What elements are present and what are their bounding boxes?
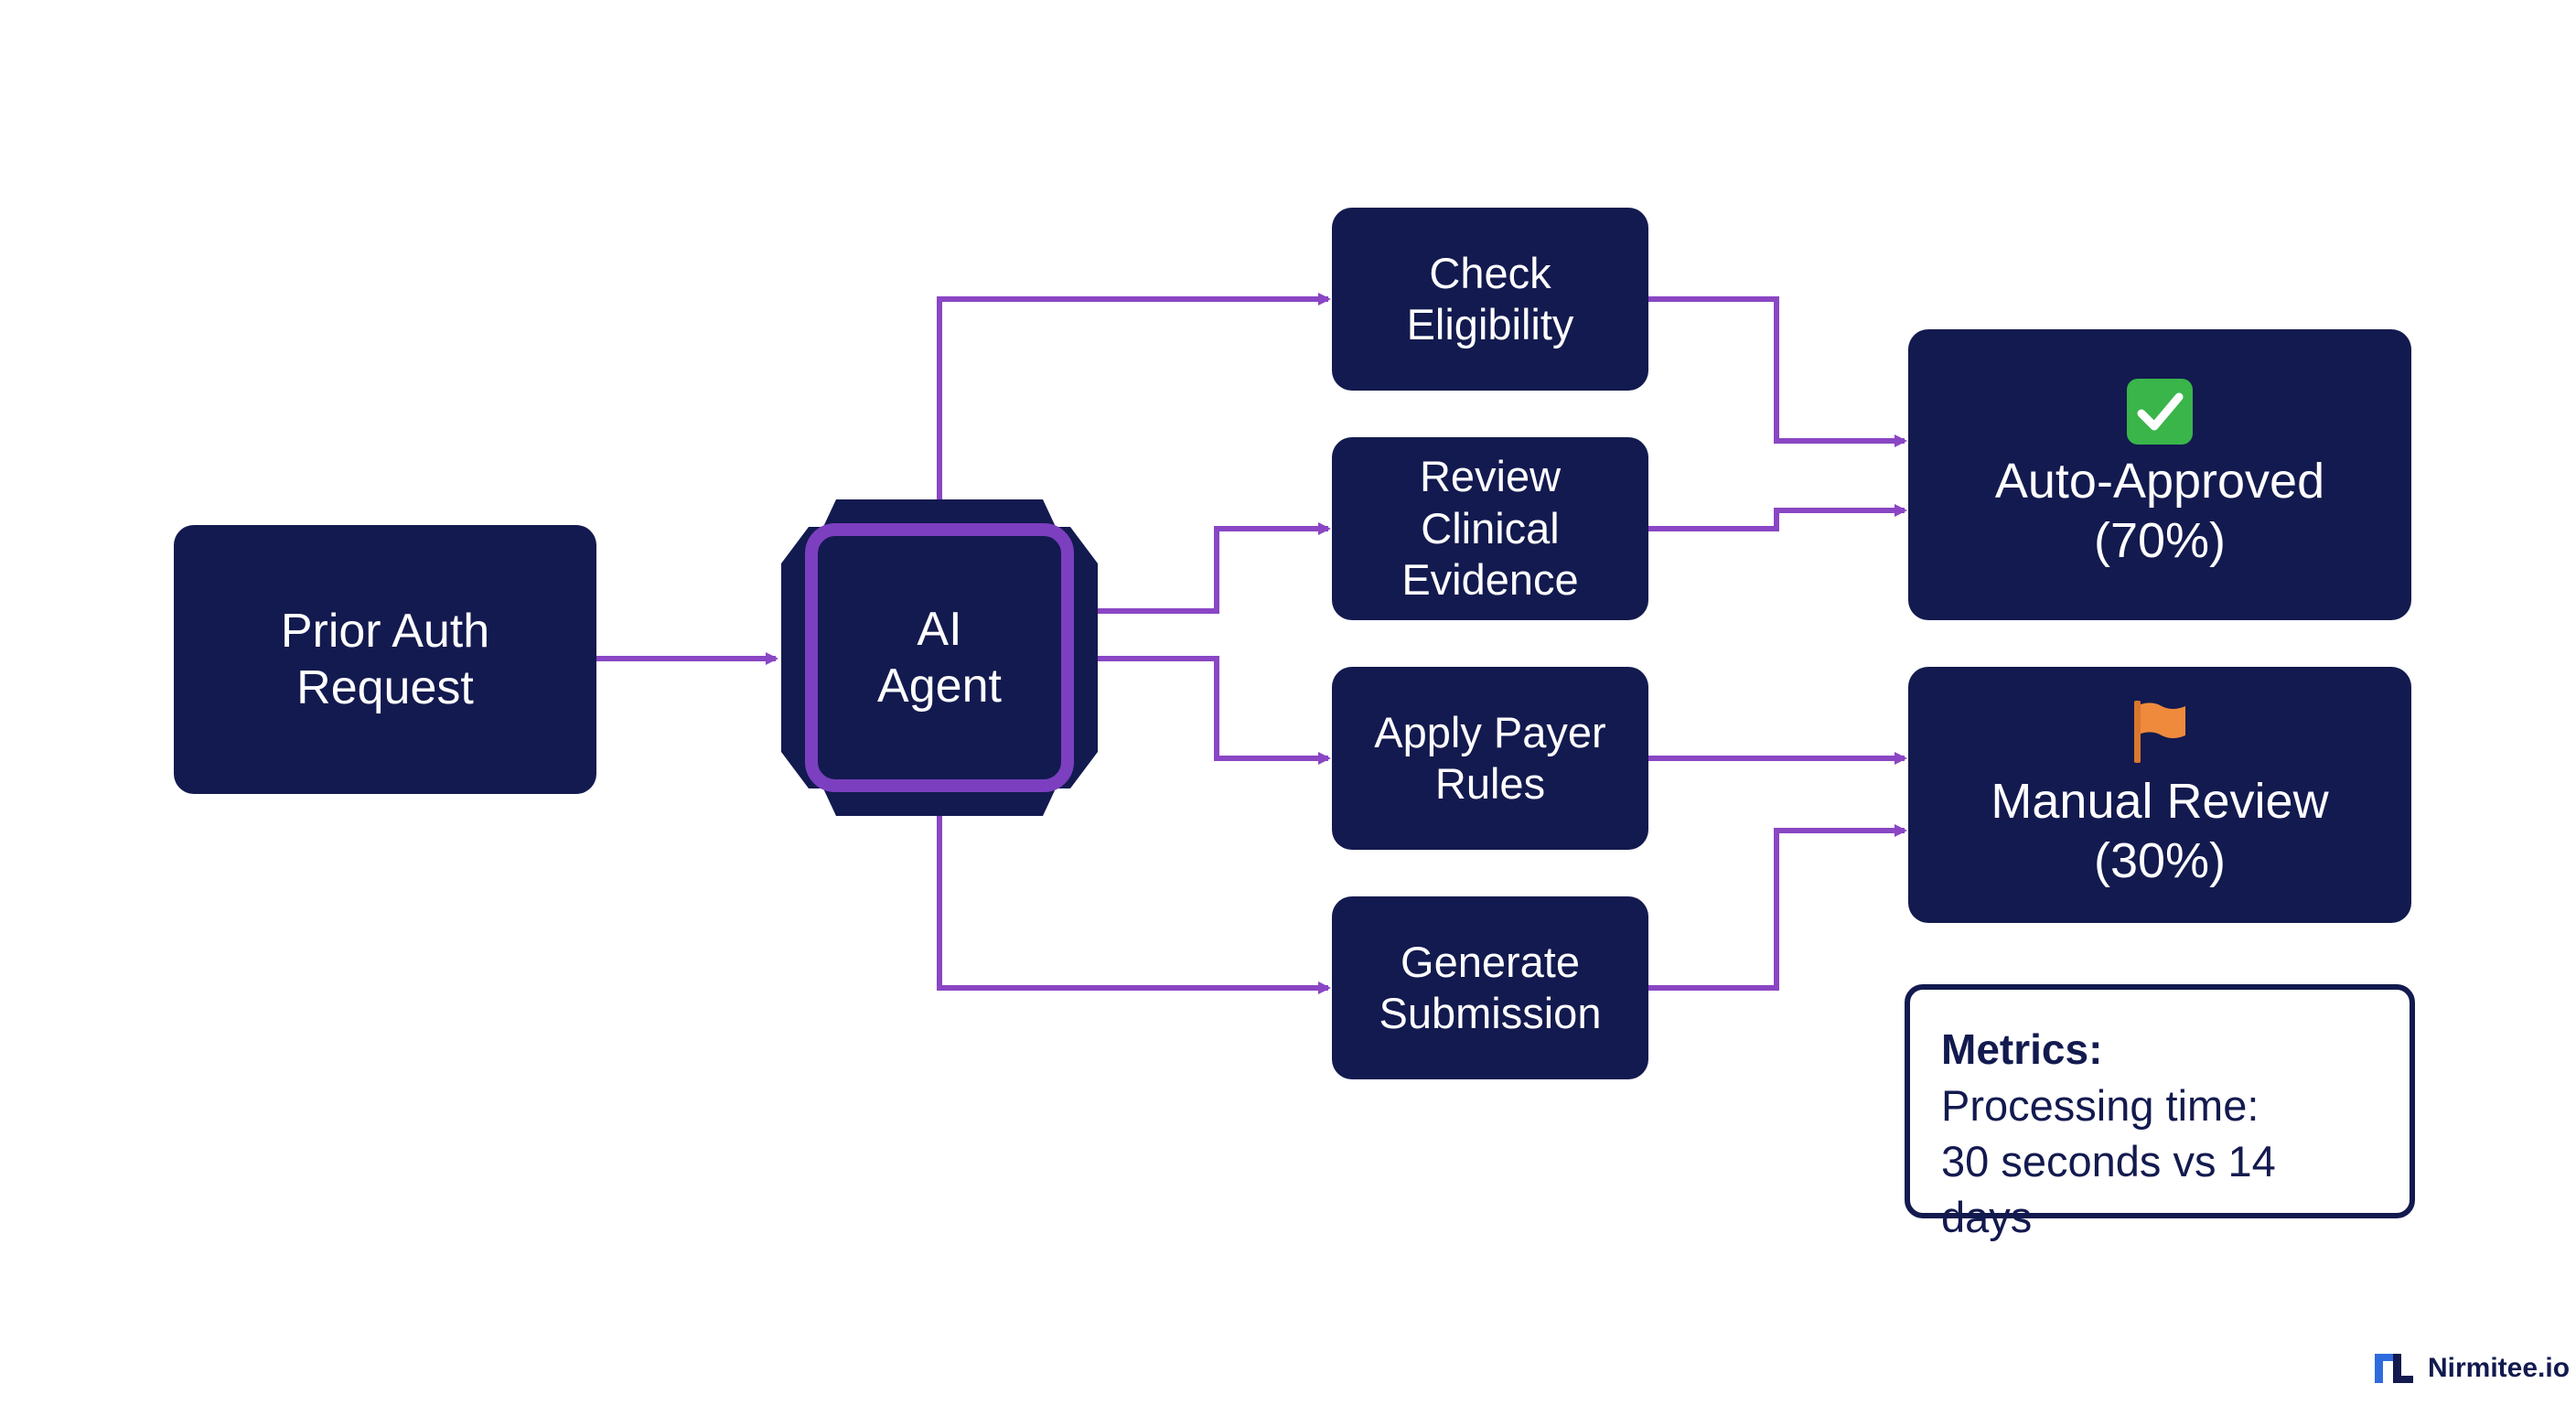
- metrics-box: Metrics: Processing time: 30 seconds vs …: [1905, 984, 2415, 1241]
- brand-name: Nirmitee.io: [2428, 1353, 2571, 1383]
- check-mark-icon: [2127, 379, 2193, 445]
- metrics-line-1: Processing time:: [1941, 1080, 2259, 1130]
- review-clinical-line-1: Review: [1419, 452, 1562, 501]
- metrics-line-2: 30 seconds vs 14 days: [1941, 1136, 2276, 1241]
- prior-auth-request-line-2: Request: [296, 661, 474, 714]
- review-clinical-line-2: Clinical: [1421, 503, 1560, 552]
- generate-submission-line-2: Submission: [1379, 989, 1602, 1037]
- review-clinical-evidence-node: Review Clinical Evidence: [1332, 437, 1648, 620]
- prior-auth-request-line-1: Prior Auth: [280, 604, 490, 658]
- review-clinical-line-3: Evidence: [1401, 555, 1579, 605]
- orange-flag-icon: [2134, 701, 2185, 764]
- ai-agent-node: AI Agent: [781, 499, 1098, 816]
- prior-auth-request-node: Prior Auth Request: [174, 525, 596, 794]
- manual-review-node: Manual Review (30%): [1908, 667, 2411, 923]
- generate-submission-line-1: Generate: [1401, 937, 1580, 986]
- connector-agent-to-apply-payer: [1098, 656, 1331, 765]
- generate-submission-node: Generate Submission: [1332, 896, 1648, 1079]
- connector-agent-to-check-eligibility: [937, 293, 1331, 499]
- nirmitee-logo-icon: [2375, 1354, 2413, 1383]
- apply-payer-line-2: Rules: [1434, 759, 1546, 808]
- connector-agent-to-review-clinical: [1098, 522, 1331, 614]
- auto-approved-line-2: (70%): [2093, 513, 2227, 568]
- check-eligibility-node: Check Eligibility: [1332, 208, 1648, 391]
- connector-generate-to-manual-review: [1648, 824, 1907, 991]
- manual-review-line-1: Manual Review: [1991, 774, 2329, 830]
- brand-footer: Nirmitee.io: [2373, 1352, 2570, 1385]
- apply-payer-line-1: Apply Payer: [1374, 707, 1606, 756]
- ai-agent-line-2: Agent: [877, 660, 1002, 713]
- check-eligibility-line-1: Check: [1429, 248, 1551, 297]
- connector-agent-to-generate-submission: [937, 816, 1331, 994]
- connector-check-to-auto-approved: [1648, 296, 1907, 447]
- check-eligibility-line-2: Eligibility: [1406, 300, 1574, 349]
- apply-payer-rules-node: Apply Payer Rules: [1332, 667, 1648, 850]
- metrics-title: Metrics:: [1941, 1025, 2103, 1073]
- connector-review-to-auto-approved: [1648, 504, 1907, 531]
- chip-icon: [781, 499, 1098, 816]
- ai-agent-line-1: AI: [917, 602, 962, 656]
- manual-review-line-2: (30%): [2093, 833, 2227, 888]
- auto-approved-node: Auto-Approved (70%): [1908, 329, 2411, 620]
- auto-approved-line-1: Auto-Approved: [1994, 454, 2325, 509]
